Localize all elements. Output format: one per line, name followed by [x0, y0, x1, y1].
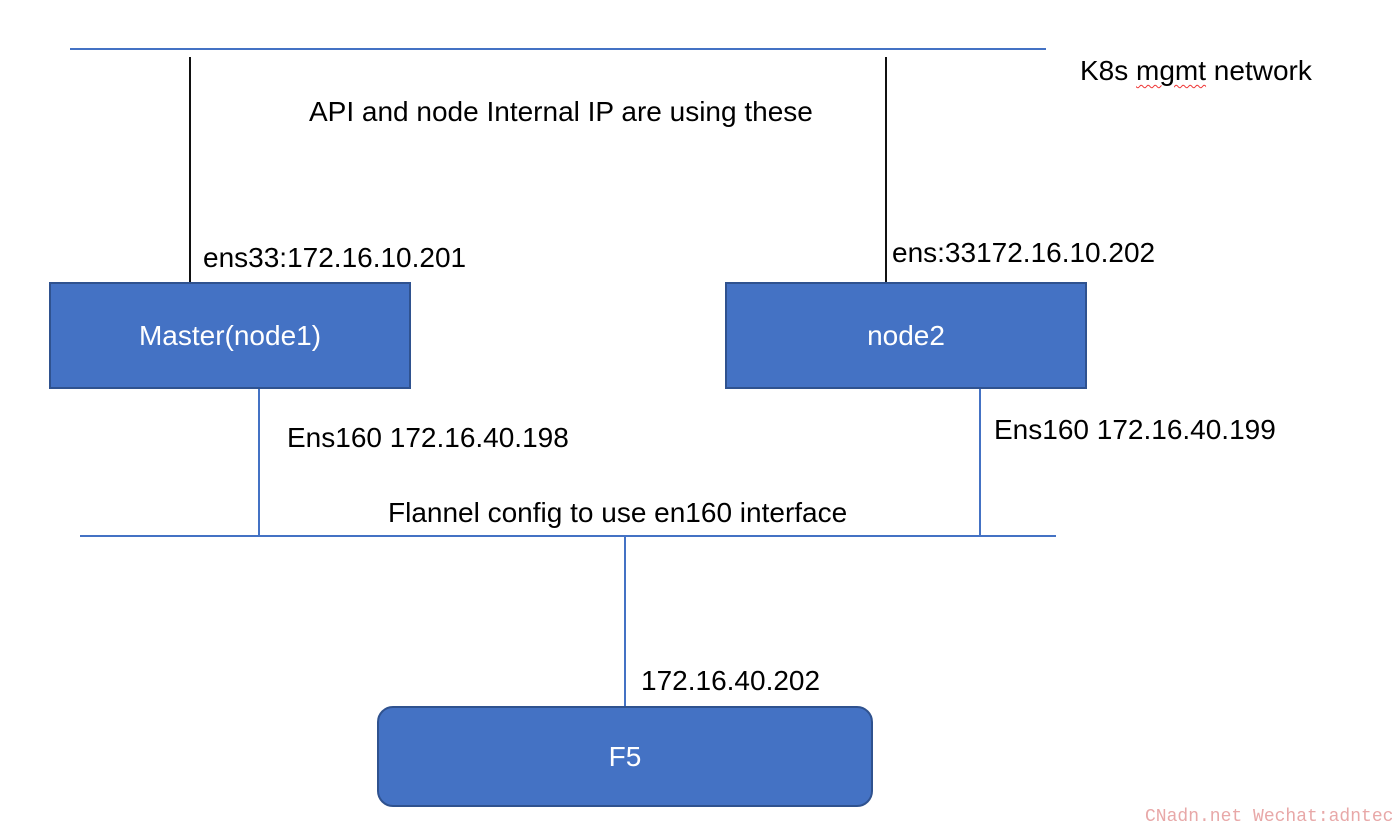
- master-mgmt-ip: ens33:172.16.10.201: [203, 242, 467, 273]
- master-mgmt-link: [189, 57, 191, 283]
- node2-mgmt-ip: ens:33172.16.10.202: [892, 237, 1156, 268]
- mgmt-network-line: [70, 48, 1046, 50]
- flannel-network-note: Flannel config to use en160 interface: [388, 497, 848, 528]
- f5-link: [624, 537, 626, 707]
- f5-box: F5: [377, 706, 873, 807]
- mgmt-network-label-suffix: network: [1206, 55, 1312, 86]
- f5-ip: 172.16.40.202: [641, 665, 821, 696]
- node2-data-link: [979, 389, 981, 536]
- f5-label: F5: [608, 740, 642, 772]
- flannel-network-line: [80, 535, 1056, 537]
- mgmt-network-label-prefix: K8s: [1080, 55, 1137, 86]
- master-data-ip: Ens160 172.16.40.198: [287, 422, 569, 453]
- mgmt-network-note: API and node Internal IP are using these: [309, 96, 813, 127]
- master-node-box: Master(node1): [49, 282, 411, 389]
- master-node-label: Master(node1): [138, 319, 322, 351]
- node2-mgmt-link: [885, 57, 887, 283]
- node2-label: node2: [867, 319, 945, 351]
- node2-box: node2: [725, 282, 1087, 389]
- mgmt-network-label: K8s mgmt network: [1080, 57, 1312, 85]
- watermark-text: CNadn.net Wechat:adntech: [1145, 807, 1392, 824]
- master-data-link: [258, 389, 260, 536]
- mgmt-network-label-word: mgmt: [1136, 55, 1207, 86]
- node2-data-ip: Ens160 172.16.40.199: [994, 414, 1276, 445]
